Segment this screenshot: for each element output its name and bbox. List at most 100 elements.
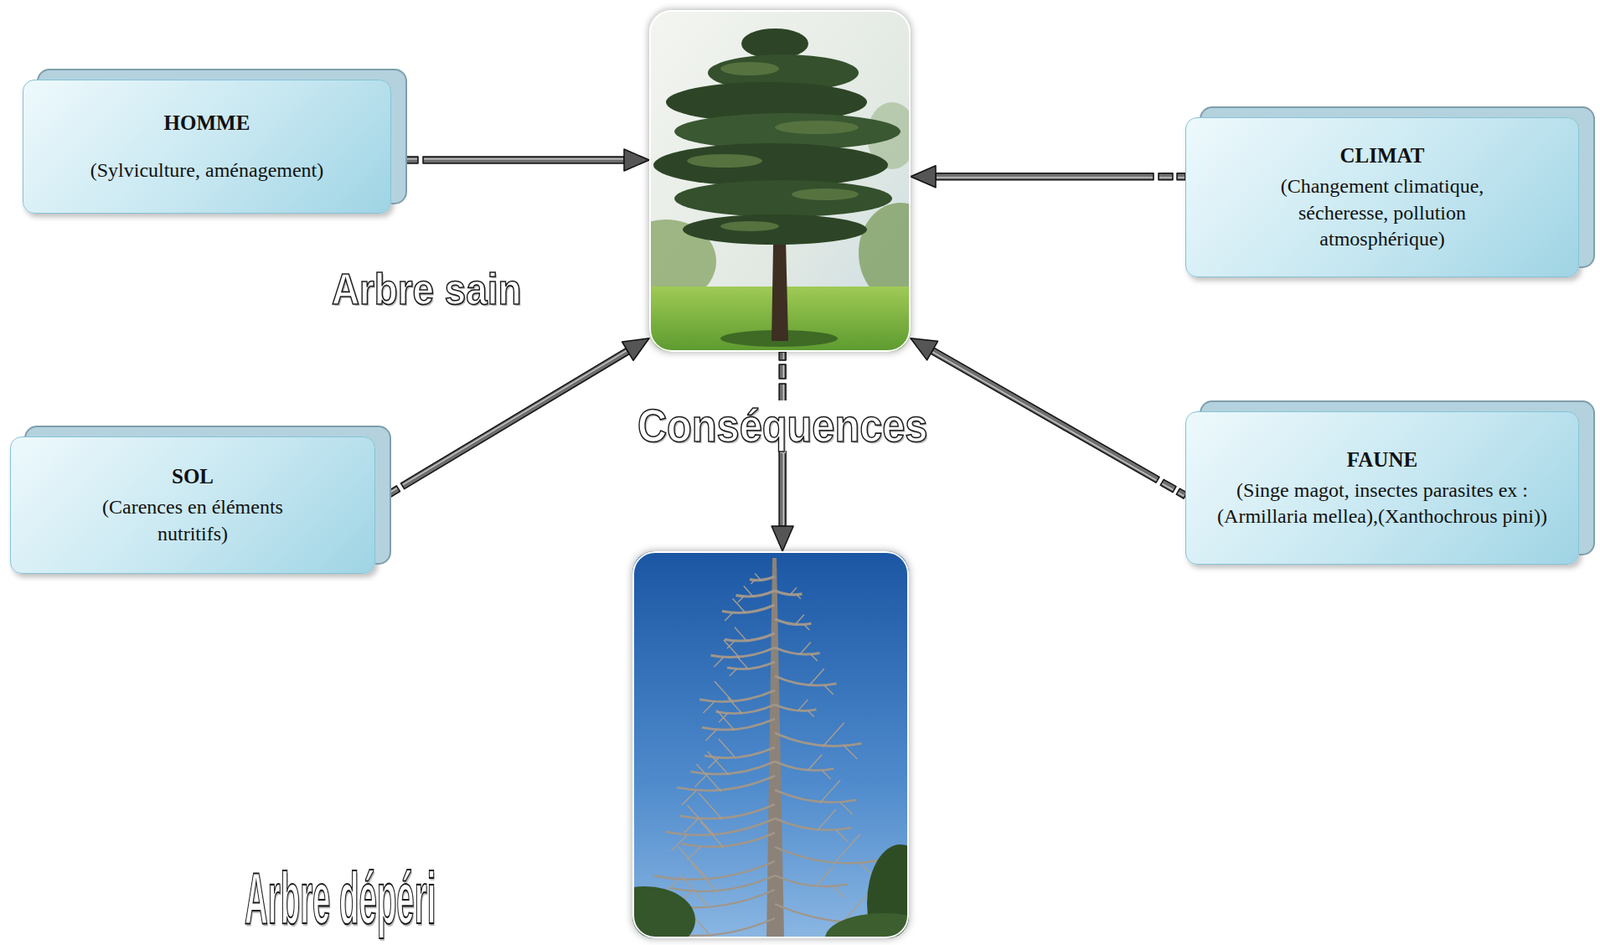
factor-box: HOMME (Sylviculture, aménagement) bbox=[22, 79, 392, 214]
bare-twig bbox=[751, 572, 762, 584]
bare-branch bbox=[736, 590, 776, 597]
arrow-part bbox=[910, 165, 936, 188]
illustration-part bbox=[674, 180, 893, 217]
tree-scene bbox=[649, 10, 911, 352]
connector-arrow bbox=[910, 165, 1186, 188]
arrow-part bbox=[910, 338, 939, 361]
bare-twig bbox=[797, 699, 815, 718]
arrow-part bbox=[401, 348, 630, 490]
bare-branch bbox=[774, 846, 883, 863]
arrow-part bbox=[930, 347, 1160, 483]
arrow-highlight bbox=[932, 351, 1157, 480]
bare-branch bbox=[716, 704, 776, 714]
illustration-part bbox=[632, 886, 696, 939]
tree-state-label: Arbre sain bbox=[331, 267, 522, 311]
factor-box: SOL(Carences en éléments nutritifs) bbox=[10, 436, 376, 574]
arrow-part bbox=[1158, 173, 1173, 181]
bare-branch bbox=[679, 804, 775, 819]
bare-twig bbox=[729, 655, 749, 677]
bare-branch bbox=[722, 604, 775, 614]
bare-twig bbox=[686, 821, 724, 862]
illustration-part bbox=[791, 188, 859, 201]
arrow-highlight bbox=[783, 384, 785, 526]
bare-twig bbox=[727, 627, 748, 649]
bare-twig bbox=[718, 697, 743, 723]
arrow-highlight bbox=[783, 365, 785, 378]
bare-branch bbox=[704, 747, 775, 759]
illustration-part bbox=[649, 10, 911, 352]
bare-twig bbox=[707, 738, 737, 769]
illustration-part bbox=[632, 551, 909, 939]
bare-branch bbox=[701, 718, 775, 730]
bare-twig bbox=[705, 710, 735, 742]
box-heading: HOMME bbox=[164, 109, 251, 136]
arrow-part bbox=[622, 338, 650, 362]
bare-branch bbox=[711, 647, 776, 658]
box-heading: CLIMAT bbox=[1340, 142, 1425, 169]
arrow-part bbox=[384, 485, 401, 500]
bare-twig bbox=[816, 809, 848, 842]
box-body: (Singe magot, insectes parasites ex : (A… bbox=[1202, 477, 1562, 530]
bare-twig bbox=[681, 763, 722, 806]
arrow-part bbox=[391, 156, 400, 164]
bare-branch bbox=[727, 661, 775, 670]
arrow-highlight bbox=[386, 488, 398, 496]
bare-branch bbox=[774, 676, 837, 686]
bare-twig bbox=[713, 640, 740, 667]
arrow-highlight bbox=[423, 158, 624, 160]
dead-tree-scene bbox=[632, 551, 909, 939]
arrow-highlight bbox=[375, 497, 382, 501]
bare-branch bbox=[774, 875, 848, 887]
box-heading: SOL bbox=[171, 463, 214, 490]
arrow-part bbox=[1160, 479, 1177, 492]
bare-branch bbox=[774, 761, 834, 771]
bare-branch bbox=[774, 789, 857, 803]
arrow-part bbox=[779, 383, 786, 527]
illustration-part bbox=[720, 61, 780, 76]
tree-picture-box: Arbre sain bbox=[649, 10, 911, 352]
tree-state-label: Arbre dépéri bbox=[244, 861, 436, 935]
illustration-part bbox=[686, 154, 763, 168]
illustration-part bbox=[774, 252, 784, 287]
bare-twig bbox=[703, 681, 734, 713]
illustration-part bbox=[766, 557, 785, 939]
bare-branch bbox=[724, 633, 775, 641]
bare-twig bbox=[808, 668, 833, 695]
connector-arrow bbox=[373, 338, 650, 506]
connector-arrow bbox=[391, 149, 650, 171]
healthy-tree-picture bbox=[649, 10, 911, 352]
bare-branch bbox=[774, 818, 852, 831]
illustration-part bbox=[720, 221, 780, 232]
arrow-highlight bbox=[402, 350, 627, 486]
arrow-part bbox=[935, 173, 1154, 181]
box-heading: FAUNE bbox=[1347, 446, 1418, 473]
arrow-highlight bbox=[1162, 483, 1174, 490]
bare-twig bbox=[807, 754, 831, 780]
bare-branch bbox=[699, 690, 775, 702]
dead-tree-picture bbox=[632, 551, 909, 939]
connector-arrow bbox=[771, 351, 794, 552]
box-body: (Sylviculture, aménagement) bbox=[90, 157, 325, 184]
arrow-highlight bbox=[404, 158, 418, 160]
bare-branch bbox=[681, 832, 775, 847]
arrow-part bbox=[779, 351, 786, 361]
bare-twig bbox=[794, 614, 810, 630]
arrow-part bbox=[771, 526, 794, 552]
arrow-part bbox=[1176, 173, 1186, 181]
bare-branch bbox=[676, 775, 775, 791]
arrow-highlight bbox=[392, 158, 399, 160]
bare-twig bbox=[684, 792, 723, 833]
illustration-part bbox=[774, 120, 859, 135]
factor-box: CLIMAT(Changement climatique, sécheresse… bbox=[1185, 117, 1580, 278]
edge-label: Conséquences bbox=[633, 400, 933, 451]
bare-branch bbox=[774, 704, 816, 711]
bare-twig bbox=[833, 834, 877, 880]
bare-branches bbox=[654, 572, 897, 939]
arrow-highlight bbox=[936, 176, 1153, 179]
bare-branch bbox=[670, 875, 776, 892]
bare-branch bbox=[774, 732, 862, 747]
arrow-highlight bbox=[1177, 176, 1185, 179]
illustration-part bbox=[682, 214, 868, 245]
bare-twig bbox=[738, 585, 754, 603]
